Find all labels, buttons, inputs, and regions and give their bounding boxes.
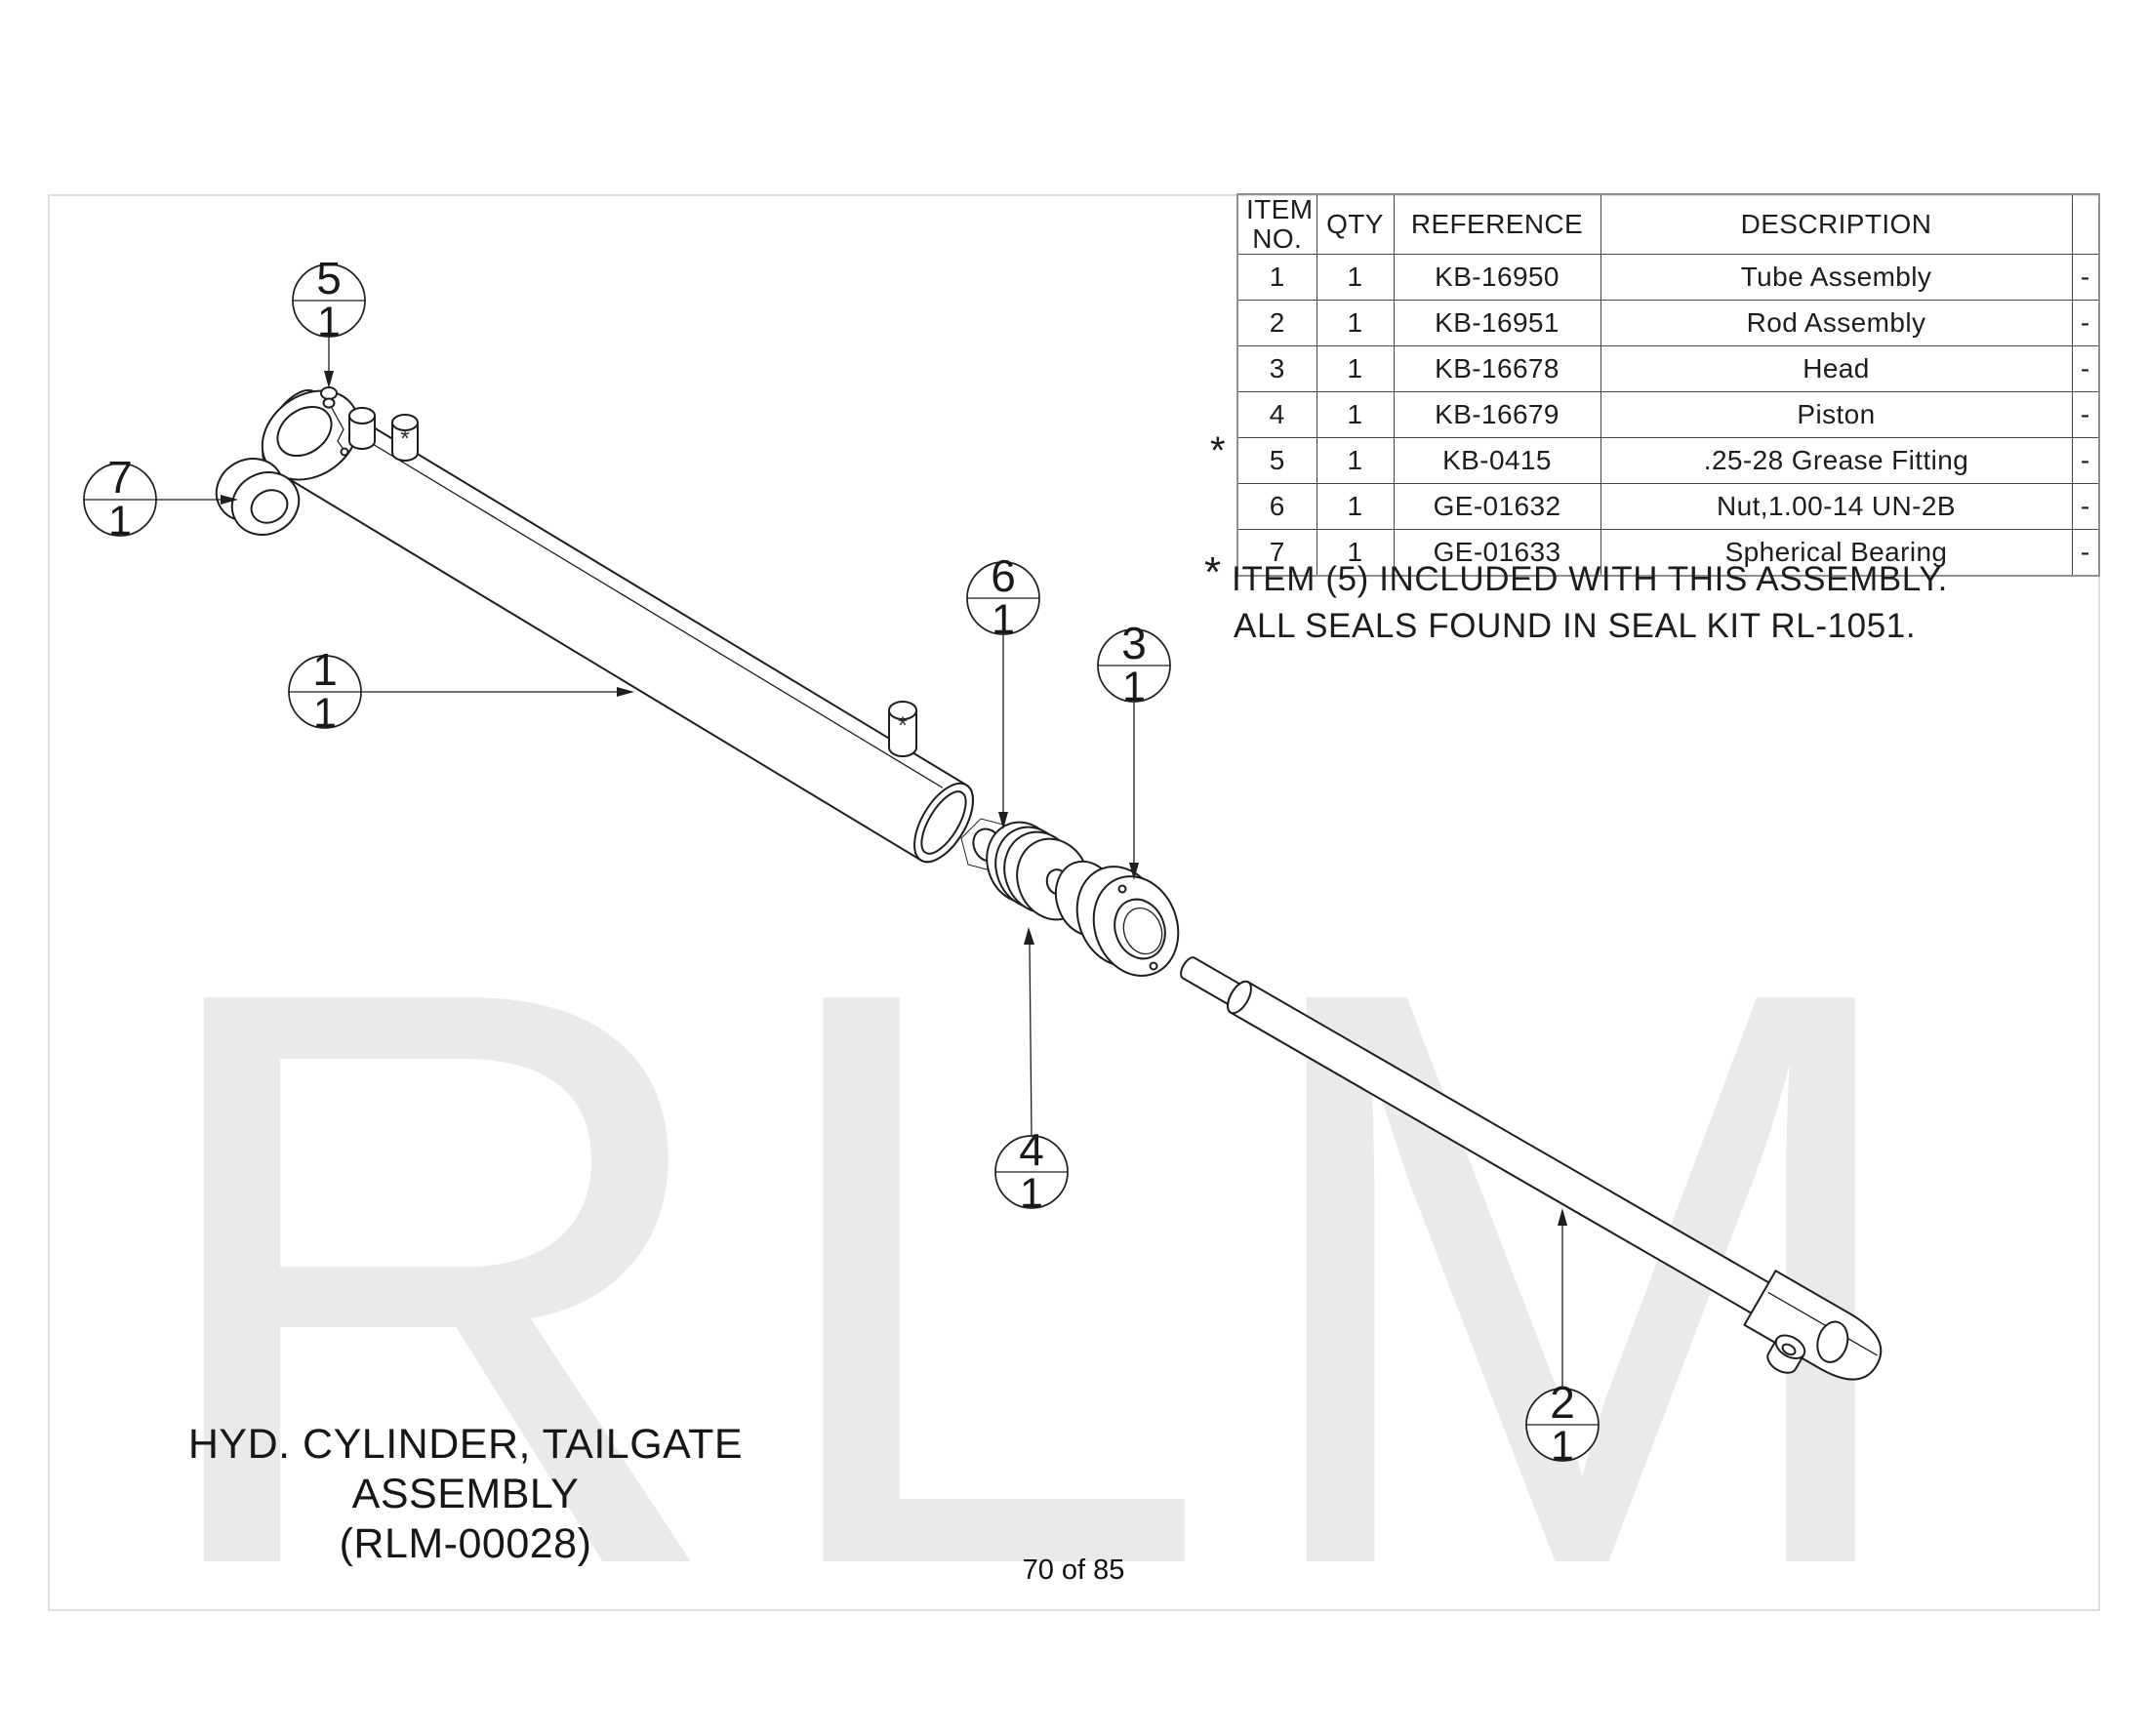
rod-assembly-drawing bbox=[1180, 956, 1883, 1381]
table-row: 4 1 KB-16679 Piston - bbox=[1236, 391, 2100, 439]
cell-qty: 1 bbox=[1316, 254, 1395, 302]
cell-qty: 1 bbox=[1316, 345, 1395, 393]
cell-qty: 1 bbox=[1316, 437, 1395, 485]
parts-table-header-row: ITEM NO. QTY REFERENCE DESCRIPTION bbox=[1236, 193, 2100, 256]
table-row: 7 1 GE-01633 Spherical Bearing - bbox=[1236, 529, 2100, 577]
cell-reference: GE-01632 bbox=[1393, 483, 1601, 531]
port-thread-mark: * bbox=[400, 425, 410, 453]
drawing-title-block: HYD. CYLINDER, TAILGATE ASSEMBLY (RLM-00… bbox=[94, 1420, 837, 1569]
table-row: 2 1 KB-16951 Rod Assembly - bbox=[1236, 300, 2100, 347]
parts-table: ITEM NO. QTY REFERENCE DESCRIPTION 1 1 K… bbox=[1236, 193, 2100, 578]
head-drawing bbox=[1054, 860, 1180, 977]
svg-text:1: 1 bbox=[1551, 1423, 1574, 1470]
cell-qty: 1 bbox=[1316, 300, 1395, 347]
cell-item: 3 bbox=[1236, 345, 1317, 393]
row5-asterisk-marker: * bbox=[1210, 429, 1226, 472]
svg-text:1: 1 bbox=[317, 299, 341, 345]
table-row: 6 1 GE-01632 Nut,1.00-14 UN-2B - bbox=[1236, 483, 2100, 531]
svg-text:1: 1 bbox=[312, 644, 338, 695]
cell-item: 1 bbox=[1236, 254, 1317, 302]
spherical-bearing-drawing bbox=[215, 458, 301, 536]
cell-item: 6 bbox=[1236, 483, 1317, 531]
svg-text:7: 7 bbox=[107, 452, 133, 503]
cell-qty: 1 bbox=[1316, 483, 1395, 531]
cell-description: .25-28 Grease Fitting bbox=[1600, 437, 2073, 485]
page-indicator: 70 of 85 bbox=[1022, 1554, 1125, 1586]
cell-dash: - bbox=[2071, 300, 2100, 347]
cell-reference: KB-16679 bbox=[1393, 391, 1601, 439]
leader-lines bbox=[155, 336, 1567, 1390]
cell-dash: - bbox=[2071, 529, 2100, 577]
cell-description: Tube Assembly bbox=[1600, 254, 2073, 302]
cell-qty: 1 bbox=[1316, 391, 1395, 439]
col-header-qty: QTY bbox=[1316, 193, 1395, 256]
cell-item: 5 bbox=[1236, 437, 1317, 485]
cell-dash: - bbox=[2071, 391, 2100, 439]
cell-qty: 1 bbox=[1316, 529, 1395, 577]
svg-text:2: 2 bbox=[1550, 1377, 1575, 1428]
col-header-blank bbox=[2071, 193, 2100, 256]
note-line-1: ITEM (5) INCLUDED WITH THIS ASSEMBLY. bbox=[1232, 560, 1948, 598]
cell-item: 4 bbox=[1236, 391, 1317, 439]
cell-item: 7 bbox=[1236, 529, 1317, 577]
drawing-number: (RLM-00028) bbox=[339, 1520, 592, 1567]
grease-fitting-drawing bbox=[320, 386, 349, 457]
cell-reference: KB-16951 bbox=[1393, 300, 1601, 347]
tube-port-boss bbox=[348, 407, 376, 450]
piston-drawing bbox=[986, 821, 1090, 921]
svg-text:4: 4 bbox=[1019, 1124, 1044, 1175]
cell-dash: - bbox=[2071, 345, 2100, 393]
port-thread-mark: * bbox=[898, 712, 908, 740]
tube-assembly-drawing: * * bbox=[261, 388, 974, 864]
cell-reference: KB-16950 bbox=[1393, 254, 1601, 302]
rlm-watermark: RLM bbox=[137, 821, 1950, 1736]
cell-reference: KB-16678 bbox=[1393, 345, 1601, 393]
balloon-item-4: 4 1 bbox=[994, 1124, 1069, 1217]
table-row: 5 1 KB-0415 .25-28 Grease Fitting - bbox=[1236, 437, 2100, 485]
svg-text:1: 1 bbox=[1122, 664, 1146, 710]
table-row: 1 1 KB-16950 Tube Assembly - bbox=[1236, 254, 2100, 302]
note-line-2: ALL SEALS FOUND IN SEAL KIT RL-1051. bbox=[1234, 607, 1917, 645]
svg-text:5: 5 bbox=[316, 253, 342, 303]
tube-port-boss: * bbox=[391, 414, 419, 462]
col-header-description: DESCRIPTION bbox=[1600, 193, 2073, 256]
balloon-item-1: 1 1 bbox=[288, 644, 362, 737]
svg-text:1: 1 bbox=[108, 498, 132, 545]
balloon-item-5: 5 1 bbox=[292, 253, 366, 345]
table-row: 3 1 KB-16678 Head - bbox=[1236, 345, 2100, 393]
balloon-item-6: 6 1 bbox=[966, 550, 1040, 643]
cell-dash: - bbox=[2071, 437, 2100, 485]
cell-description: Piston bbox=[1600, 391, 2073, 439]
cell-item: 2 bbox=[1236, 300, 1317, 347]
drawing-title: HYD. CYLINDER, TAILGATE ASSEMBLY bbox=[187, 1421, 744, 1517]
svg-text:1: 1 bbox=[992, 596, 1015, 643]
tube-port-boss: * bbox=[888, 701, 917, 757]
svg-text:3: 3 bbox=[1121, 618, 1147, 668]
cell-description: Spherical Bearing bbox=[1600, 529, 2073, 577]
svg-text:1: 1 bbox=[1020, 1170, 1043, 1217]
svg-text:1: 1 bbox=[313, 690, 337, 737]
cell-dash: - bbox=[2071, 483, 2100, 531]
cell-description: Rod Assembly bbox=[1600, 300, 2073, 347]
drawing-border-frame bbox=[48, 194, 2100, 1611]
exploded-view-drawing: * * bbox=[83, 253, 1883, 1470]
cell-description: Nut,1.00-14 UN-2B bbox=[1600, 483, 2073, 531]
cell-reference: GE-01633 bbox=[1393, 529, 1601, 577]
note-asterisk-marker: * bbox=[1204, 548, 1222, 596]
balloon-item-3: 3 1 bbox=[1097, 618, 1171, 710]
cell-reference: KB-0415 bbox=[1393, 437, 1601, 485]
col-header-item-no: ITEM NO. bbox=[1236, 193, 1317, 256]
svg-text:6: 6 bbox=[991, 550, 1016, 601]
balloon-item-7: 7 1 bbox=[83, 452, 157, 545]
balloon-item-2: 2 1 bbox=[1525, 1377, 1600, 1470]
col-header-reference: REFERENCE bbox=[1393, 193, 1601, 256]
cell-dash: - bbox=[2071, 254, 2100, 302]
cell-description: Head bbox=[1600, 345, 2073, 393]
